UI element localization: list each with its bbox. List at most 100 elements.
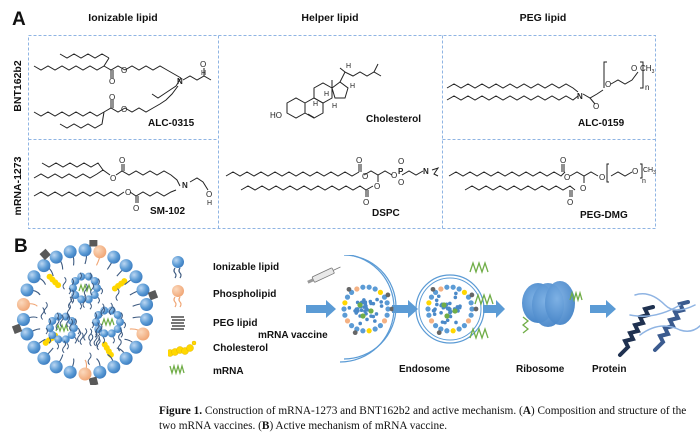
compound-label-sm-102: SM-102	[150, 206, 185, 217]
atom-h: H	[313, 101, 318, 108]
legend-label-mrna: mRNA	[213, 366, 244, 377]
compound-label-peg-dmg: PEG-DMG	[580, 210, 628, 221]
ionizable-lipid-head	[37, 348, 53, 365]
atom-ho: HO	[270, 111, 282, 120]
step-label-ribosome: Ribosome	[516, 364, 564, 375]
cholesterol-mark	[55, 282, 61, 288]
atom-o: O	[200, 60, 206, 69]
peg-lipid-icon	[171, 317, 185, 329]
atom-o: O	[133, 204, 139, 213]
ionizable-lipid-head	[107, 355, 120, 374]
atom-n: N	[423, 167, 429, 176]
atom-o: O	[599, 173, 605, 182]
atom-o: O	[109, 93, 115, 102]
atom-o: O	[560, 156, 566, 165]
ionizable-lipid-head	[37, 259, 53, 276]
atom-o: O	[564, 173, 570, 182]
ionizable-lipid-head	[17, 313, 37, 326]
peg-lipid-mark	[89, 240, 97, 247]
caption-text-1: Construction of mRNA-1273 and BNT162b2 a…	[202, 405, 523, 417]
ionizable-lipid-head	[50, 251, 63, 270]
phospholipid-head	[79, 360, 92, 381]
dspc-structure	[226, 164, 438, 197]
ionizable-lipid-head	[107, 251, 120, 270]
mrna-icon	[170, 366, 184, 373]
released-mrna	[470, 263, 493, 338]
atom-h: H	[346, 63, 351, 70]
atom-o: O	[121, 105, 127, 114]
atom-o: O	[374, 182, 380, 191]
repeat-n: n	[642, 178, 646, 185]
atom-h: H	[324, 91, 329, 98]
atom-o: O	[362, 172, 368, 181]
atom-o: O	[119, 156, 125, 165]
ionizable-lipid-head	[50, 355, 63, 374]
atom-n: N	[177, 77, 183, 86]
atom-o: O	[580, 184, 586, 193]
atom-o: O	[398, 178, 404, 187]
cholesterol-atoms: HO H H H H H	[270, 63, 355, 120]
phospholipid-icon	[172, 285, 184, 307]
atom-h: H	[350, 83, 355, 90]
ionizable-lipid-head	[125, 339, 143, 353]
atom-o: O	[605, 80, 611, 89]
compound-label-cholesterol: Cholesterol	[366, 114, 421, 125]
atom-o: O	[125, 188, 131, 197]
atom-o: O	[206, 190, 212, 199]
atom-n: N	[182, 181, 188, 190]
ionizable-lipid-head	[93, 359, 106, 379]
atom-p: P	[398, 167, 404, 176]
caption-label: Figure 1.	[159, 405, 202, 417]
compound-label-dspc: DSPC	[372, 208, 400, 219]
atom-h: H	[332, 103, 337, 110]
ionizable-lipid-head	[117, 259, 133, 276]
atom-ch3: CH3	[643, 167, 656, 176]
atom-n: N	[577, 92, 583, 101]
ribosome	[522, 281, 582, 333]
peg-dmg-structure	[449, 164, 642, 197]
phospholipid-head	[130, 327, 150, 340]
atom-o: O	[632, 167, 638, 176]
cholesterol-mark	[112, 286, 118, 292]
atom-h: H	[207, 200, 212, 207]
protein	[620, 294, 700, 355]
lipid-nanoparticle-illustration	[10, 240, 170, 385]
atom-o: O	[121, 66, 127, 75]
syringe-icon	[307, 264, 342, 285]
legend-label-cholesterol: Cholesterol	[213, 343, 268, 354]
atom-o: O	[109, 77, 115, 86]
ionizable-lipid-icon	[172, 256, 184, 278]
ionizable-lipid-head	[27, 270, 45, 284]
peg-lipid-mark	[40, 249, 51, 260]
alc-0159-structure	[447, 62, 643, 104]
atom-o: O	[631, 64, 637, 73]
atom-o: O	[363, 198, 369, 207]
atom-o: O	[398, 157, 404, 166]
cholesterol-mark	[102, 341, 108, 347]
ionizable-lipid-head	[133, 298, 153, 311]
atom-o: O	[567, 198, 573, 207]
arrow-1	[306, 300, 336, 318]
dspc-atoms: O O O O O P O O N	[356, 156, 429, 207]
ionizable-lipid-head	[125, 270, 143, 284]
vaccine-particle	[341, 285, 394, 335]
caption-text-3: ) Active mechanism of mRNA vaccine.	[269, 420, 447, 432]
arrow-4	[590, 300, 616, 318]
phospholipid-head	[17, 298, 37, 311]
mrna-mark	[102, 319, 114, 325]
mechanism-pathway	[270, 255, 700, 365]
ionizable-lipid-head	[133, 313, 153, 326]
legend-label-phospholipid: Phospholipid	[213, 289, 276, 300]
step-label-mrna-vaccine: mRNA vaccine	[258, 330, 328, 341]
step-label-protein: Protein	[592, 364, 626, 375]
ionizable-lipid-head	[21, 327, 41, 340]
caption-bold-a: A	[523, 405, 531, 417]
atom-o: O	[593, 102, 599, 111]
legend-icons	[168, 255, 208, 380]
phospholipid-head	[93, 245, 106, 265]
ionizable-lipid-head	[64, 359, 77, 379]
inner-micelle	[69, 273, 103, 310]
repeat-n: n	[645, 83, 649, 92]
step-label-endosome: Endosome	[399, 364, 450, 375]
ionizable-lipid-head	[27, 339, 45, 353]
